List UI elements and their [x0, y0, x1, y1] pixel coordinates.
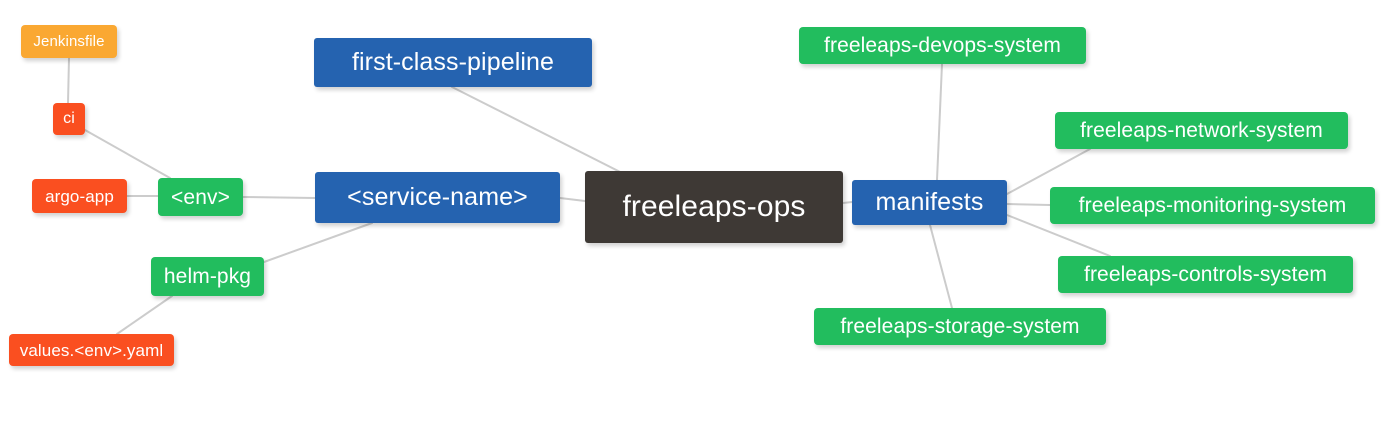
node-label-argo-app: argo-app [45, 186, 114, 206]
mindmap-node-root[interactable]: freeleaps-ops [585, 171, 843, 243]
edge-service-pipeline [451, 86, 641, 183]
mindmap-node-first-class-pipeline[interactable]: first-class-pipeline [314, 38, 592, 87]
mindmap-node-devops-system[interactable]: freeleaps-devops-system [799, 27, 1086, 64]
node-label-ci: ci [63, 110, 75, 127]
node-label-service-name: <service-name> [347, 183, 528, 211]
edge-helm-values [116, 295, 173, 335]
mindmap-node-storage-system[interactable]: freeleaps-storage-system [814, 308, 1106, 345]
mindmap-node-controls-system[interactable]: freeleaps-controls-system [1058, 256, 1353, 293]
mindmap-node-ci[interactable]: ci [53, 103, 85, 135]
edge-root-service [559, 197, 586, 202]
node-label-controls-system: freeleaps-controls-system [1084, 263, 1327, 286]
node-label-devops-system: freeleaps-devops-system [824, 34, 1061, 57]
edge-service-helm [263, 222, 373, 263]
edge-ci-jenkinsfile [67, 57, 70, 104]
mindmap-node-argo-app[interactable]: argo-app [32, 179, 127, 213]
node-label-root: freeleaps-ops [622, 190, 806, 223]
node-label-manifests: manifests [875, 188, 984, 216]
node-label-helm-pkg: helm-pkg [163, 265, 252, 288]
edge-manifests-monitoring [1006, 203, 1051, 206]
mindmap-node-helm-pkg[interactable]: helm-pkg [151, 257, 264, 296]
node-label-network-system: freeleaps-network-system [1080, 119, 1323, 142]
edge-manifests-storage [929, 224, 953, 309]
node-label-env: <env> [171, 185, 230, 209]
edge-env-ci [84, 129, 171, 179]
edge-root-manifests [842, 201, 853, 204]
node-label-monitoring-system: freeleaps-monitoring-system [1078, 194, 1347, 217]
node-label-first-class-pipeline: first-class-pipeline [351, 48, 555, 76]
mindmap-node-env[interactable]: <env> [158, 178, 243, 216]
edge-manifests-devops [936, 63, 943, 181]
mindmap-node-service-name[interactable]: <service-name> [315, 172, 560, 223]
mindmap-node-jenkinsfile[interactable]: Jenkinsfile [21, 25, 117, 58]
mindmap-node-manifests[interactable]: manifests [852, 180, 1007, 225]
node-label-values-yaml: values.<env>.yaml [19, 340, 164, 360]
mindmap-node-values-yaml[interactable]: values.<env>.yaml [9, 334, 174, 366]
mindmap-node-network-system[interactable]: freeleaps-network-system [1055, 112, 1348, 149]
node-label-jenkinsfile: Jenkinsfile [33, 33, 105, 50]
node-label-storage-system: freeleaps-storage-system [840, 315, 1080, 338]
mindmap-node-monitoring-system[interactable]: freeleaps-monitoring-system [1050, 187, 1375, 224]
edge-service-env [242, 196, 316, 199]
